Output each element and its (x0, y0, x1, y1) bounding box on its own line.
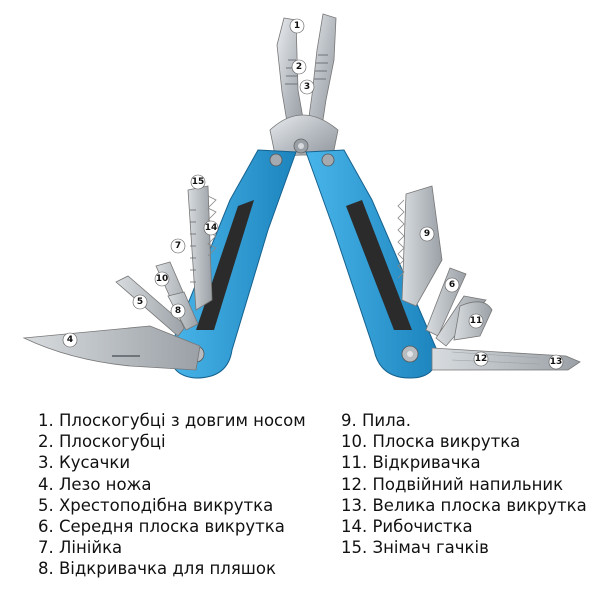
legend-item-3: 3. Кусачки (38, 453, 131, 473)
legend-item-9: 9. Пила. (341, 411, 412, 430)
legend-item-11: 11. Відкривачка (341, 453, 481, 473)
svg-text:2: 2 (296, 62, 302, 72)
callout-5: 5 (132, 294, 148, 310)
svg-text:4: 4 (67, 335, 73, 345)
callout-3: 3 (299, 79, 315, 95)
saw-blade (397, 185, 443, 307)
legend-item-5: 5. Хрестоподібна викрутка (38, 495, 274, 515)
callout-9: 9 (419, 226, 435, 242)
callout-11: 11 (468, 313, 484, 329)
legend-left-column: 1. Плоскогубці з довгим носом 2. Плоског… (38, 410, 306, 580)
plier-jaws (269, 13, 339, 161)
legend-item-15: 15. Знімач гачків (341, 538, 489, 558)
callout-10: 10 (154, 271, 170, 287)
callout-6: 6 (444, 277, 460, 293)
legend-item-12: 12. Подвійний напильник (341, 474, 564, 494)
callout-12: 12 (473, 351, 489, 367)
callout-7: 7 (170, 238, 186, 254)
svg-text:3: 3 (304, 82, 310, 92)
svg-text:8: 8 (175, 306, 181, 316)
svg-text:13: 13 (550, 357, 563, 367)
svg-text:12: 12 (475, 354, 488, 364)
right-handle (305, 149, 437, 379)
callout-1: 1 (289, 18, 305, 34)
svg-text:10: 10 (156, 274, 169, 284)
callout-2: 2 (291, 59, 307, 75)
svg-text:7: 7 (175, 241, 181, 251)
svg-text:5: 5 (137, 297, 143, 307)
legend-item-8: 8. Відкривачка для пляшок (38, 559, 276, 579)
svg-text:11: 11 (470, 316, 483, 326)
legend-item-4: 4. Лезо ножа (38, 474, 152, 494)
callout-13: 13 (548, 354, 564, 370)
callout-4: 4 (62, 332, 78, 348)
legend-item-1: 1. Плоскогубці з довгим носом (38, 411, 306, 430)
svg-text:14: 14 (205, 223, 218, 233)
svg-text:15: 15 (192, 177, 205, 187)
legend-item-13: 13. Велика плоска викрутка (341, 495, 587, 515)
svg-text:9: 9 (424, 229, 430, 239)
legend: 1. Плоскогубці з довгим носом 2. Плоског… (38, 410, 598, 590)
file-blade (431, 347, 581, 371)
legend-item-7: 7. Лінійка (38, 538, 123, 558)
legend-right-column: 9. Пила. 10. Плоска викрутка 11. Відкрив… (341, 410, 587, 558)
svg-text:6: 6 (449, 280, 455, 290)
multitool-illustration: 1 2 3 4 5 6 7 8 9 10 11 12 13 14 15 (22, 13, 581, 379)
ruler-saw (187, 185, 217, 311)
screwdriver-tools-right (425, 267, 493, 347)
callout-15: 15 (190, 174, 206, 190)
callout-14: 14 (203, 220, 219, 236)
legend-item-10: 10. Плоска викрутка (341, 432, 521, 452)
legend-item-6: 6. Середня плоска викрутка (38, 517, 285, 537)
callout-8: 8 (170, 303, 186, 319)
legend-item-14: 14. Рибочистка (341, 517, 473, 537)
svg-text:1: 1 (294, 21, 300, 31)
legend-item-2: 2. Плоскогубці (38, 432, 166, 452)
